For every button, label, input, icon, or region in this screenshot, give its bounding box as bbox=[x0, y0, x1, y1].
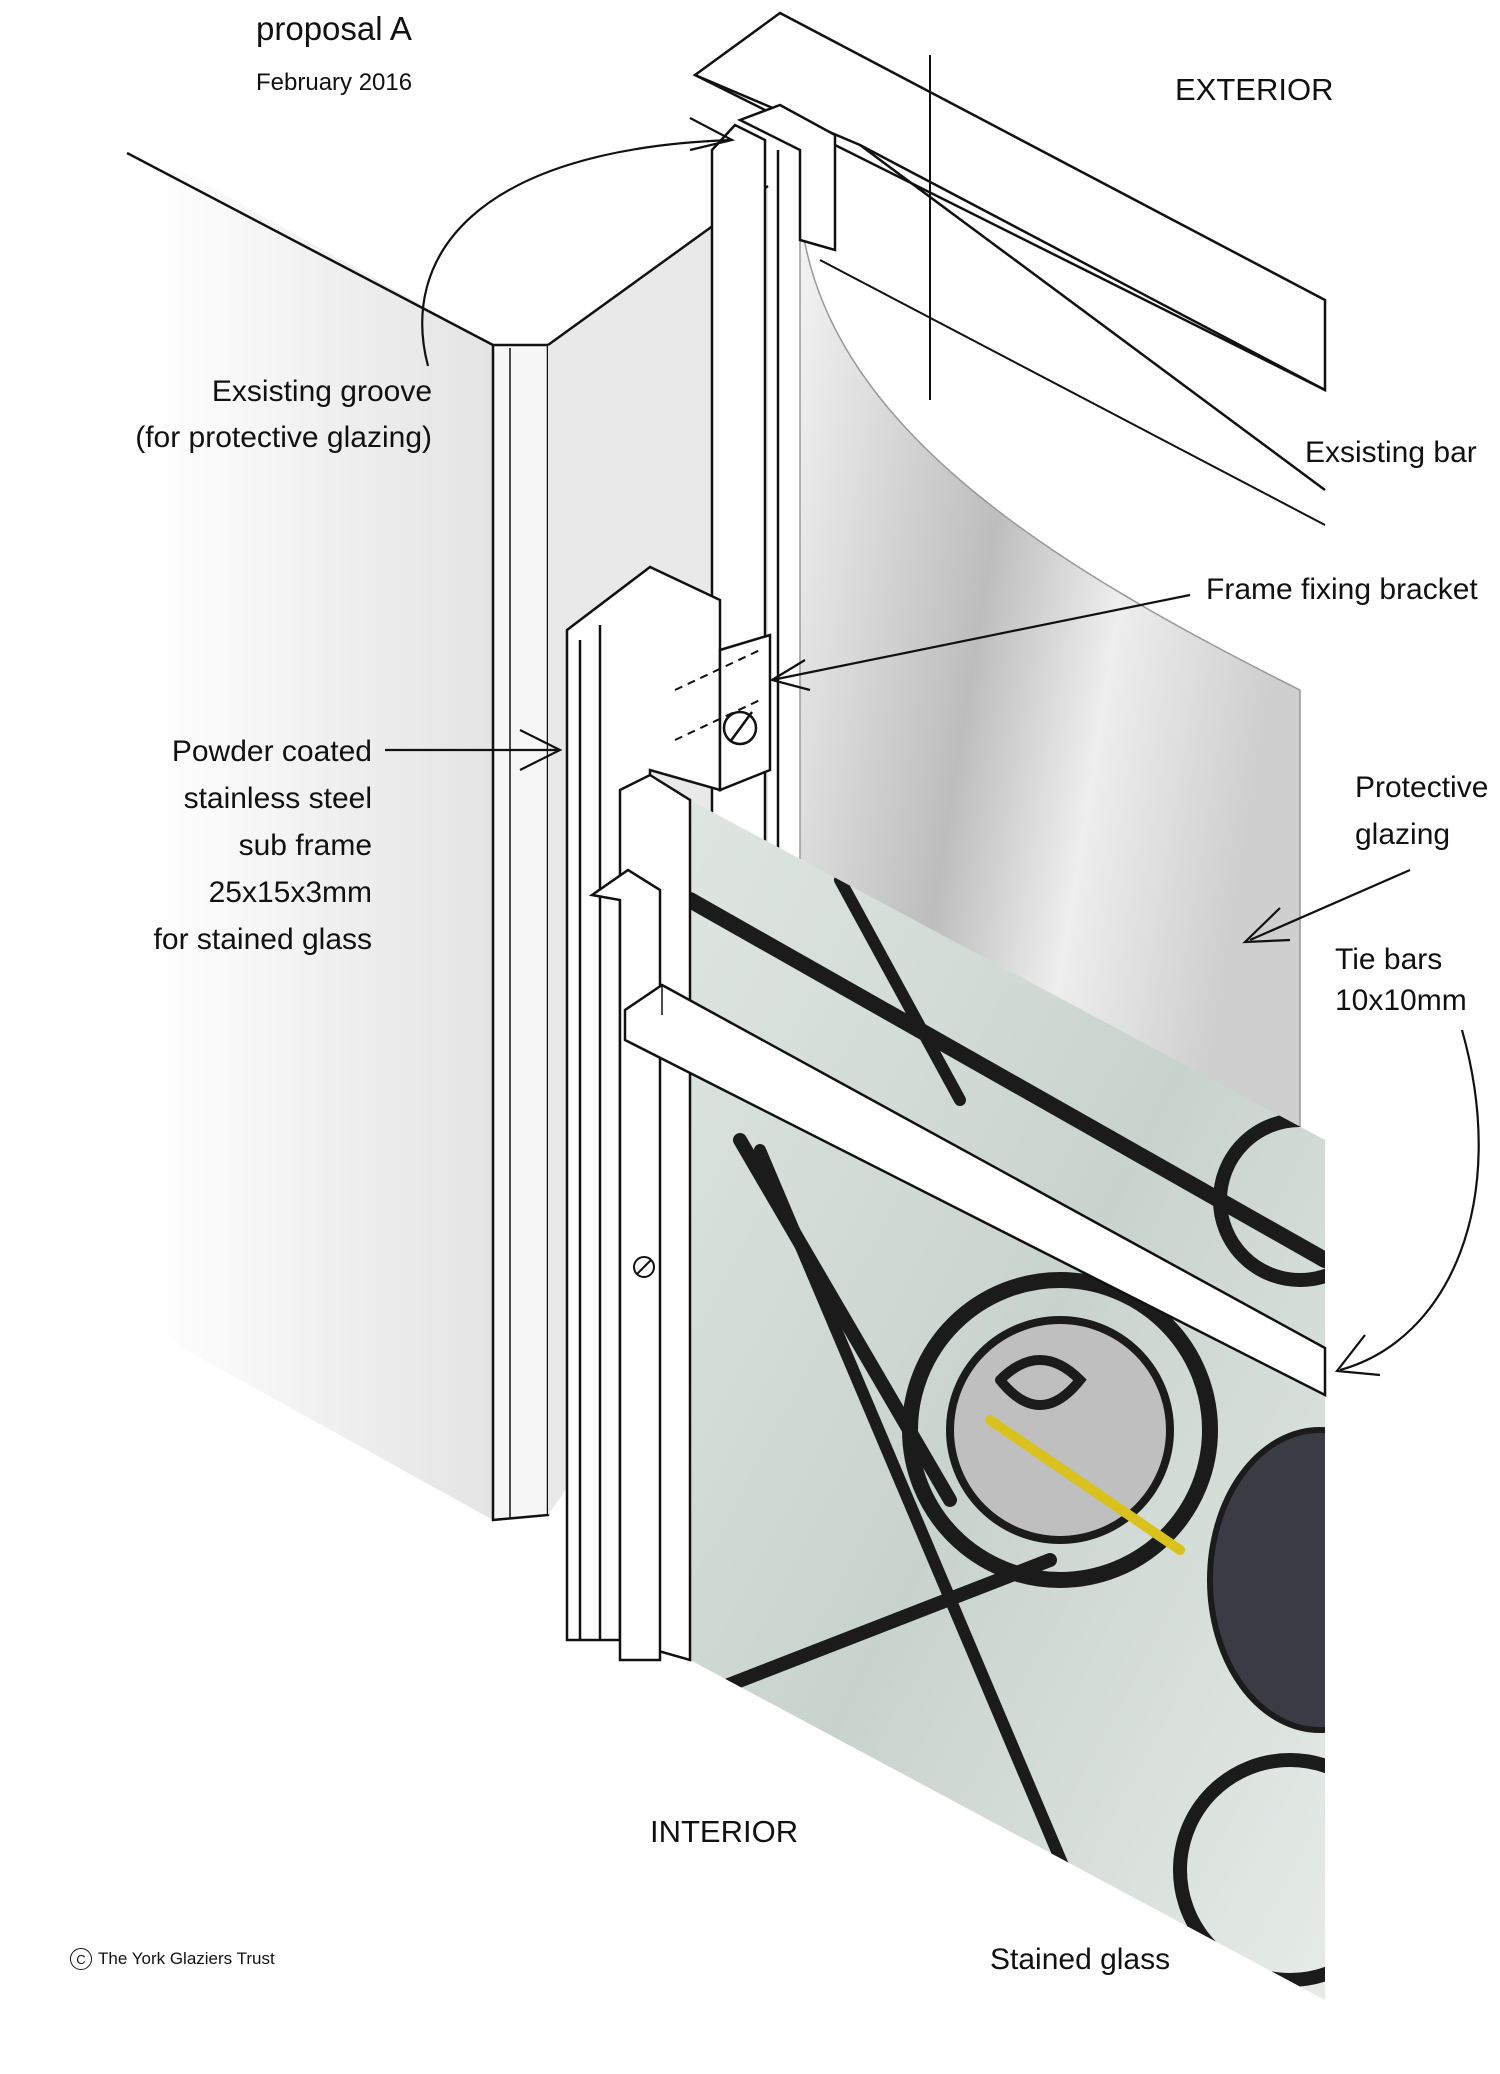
protective-glazing-label-line1: Protective bbox=[1355, 771, 1489, 804]
tie-bars-label-line2: 10x10mm bbox=[1335, 984, 1467, 1017]
tie-bars-label-line1: Tie bars bbox=[1335, 943, 1443, 976]
stained-glass-label: Stained glass bbox=[990, 1943, 1171, 1976]
leader-lines bbox=[385, 117, 1480, 1377]
page-title: proposal A bbox=[256, 10, 412, 47]
groove-label-line1: Exsisting groove bbox=[211, 375, 432, 408]
sub-frame-label-line4: 25x15x3mm bbox=[208, 876, 372, 909]
tie-bar bbox=[623, 983, 1327, 1398]
bracket-label: Frame fixing bracket bbox=[1206, 573, 1478, 606]
protective-glazing-label: Protective glazing bbox=[1355, 768, 1488, 854]
date-label: February 2016 bbox=[256, 69, 413, 96]
sub-frame-label-line1: Powder coated bbox=[171, 735, 372, 768]
copyright: C The York Glaziers Trust bbox=[70, 1948, 275, 1970]
existing-bar-label: Exsisting bar bbox=[1305, 436, 1477, 469]
sub-frame-label-line5: for stained glass bbox=[153, 923, 372, 956]
protective-glazing bbox=[799, 209, 1301, 1152]
sub-frame-label: Powder coated stainless steel sub frame … bbox=[100, 732, 372, 959]
groove-label-line2: (for protective glazing) bbox=[135, 421, 432, 454]
sub-frame bbox=[565, 565, 722, 1662]
interior-label: INTERIOR bbox=[650, 1814, 799, 1849]
copyright-text: The York Glaziers Trust bbox=[98, 1949, 275, 1968]
frame-fixing-bracket bbox=[674, 633, 772, 792]
sub-frame-label-line3: sub frame bbox=[238, 829, 372, 862]
groove-label: Exsisting groove (for protective glazing… bbox=[110, 372, 432, 457]
sub-frame-label-line2: stainless steel bbox=[183, 782, 372, 815]
exterior-label: EXTERIOR bbox=[1175, 72, 1334, 107]
protective-glazing-label-line2: glazing bbox=[1355, 818, 1451, 851]
copyright-icon: C bbox=[70, 1948, 92, 1970]
tie-bars-label: Tie bars 10x10mm bbox=[1335, 940, 1467, 1020]
